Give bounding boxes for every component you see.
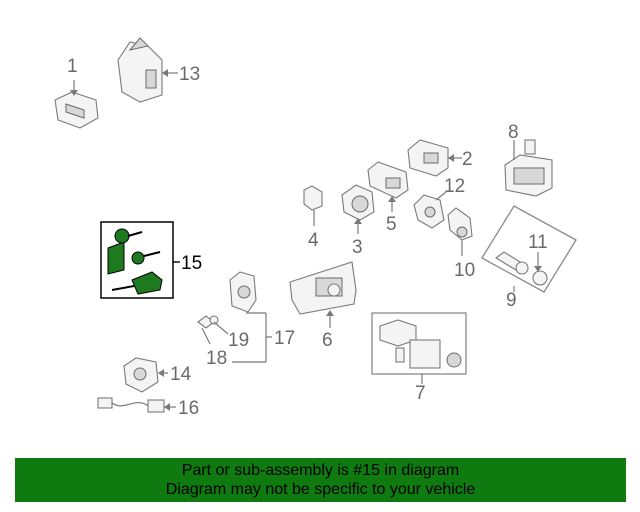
part-1-connector[interactable] [54, 80, 99, 129]
info-banner: Part or sub-assembly is #15 in diagram D… [15, 458, 626, 502]
callout-17: 17 [274, 328, 295, 349]
callout-9: 9 [506, 290, 517, 311]
banner-line-2: Diagram may not be specific to your vehi… [165, 481, 476, 498]
callout-16: 16 [178, 398, 199, 419]
part-6-dash-panel[interactable] [289, 261, 357, 328]
part-12-bracket[interactable] [413, 191, 447, 229]
callout-10: 10 [454, 260, 475, 281]
part-4-clip[interactable] [303, 185, 323, 226]
callout-4: 4 [308, 230, 319, 251]
callout-8: 8 [508, 122, 519, 143]
callout-18: 18 [206, 348, 227, 369]
part-7-subassembly[interactable] [371, 312, 467, 384]
part-16-harness[interactable] [97, 397, 176, 413]
part-9-lamp-assembly[interactable] [481, 205, 577, 293]
callout-13: 13 [179, 64, 200, 85]
banner-line-1: Part or sub-assembly is #15 in diagram [181, 462, 460, 479]
callout-5: 5 [386, 214, 397, 235]
part-17-ignition-housing[interactable] [197, 271, 272, 363]
part-15-lock-cylinder-set[interactable] [100, 221, 180, 299]
part-14-sensor[interactable] [123, 357, 168, 393]
callout-12: 12 [444, 176, 465, 197]
callout-2: 2 [462, 149, 473, 170]
callout-3: 3 [352, 237, 363, 258]
callout-6: 6 [322, 330, 333, 351]
callout-15: 15 [181, 253, 202, 274]
parts-diagram: 1 13 2 8 5 12 [54, 37, 577, 419]
callout-19: 19 [228, 330, 249, 351]
callout-7: 7 [415, 383, 426, 404]
part-3-knob[interactable] [341, 184, 375, 234]
part-5-switch[interactable] [367, 161, 409, 212]
callout-1: 1 [67, 56, 78, 77]
part-10-socket[interactable] [447, 207, 473, 256]
part-8-panel[interactable] [504, 139, 553, 197]
callout-14: 14 [170, 364, 192, 385]
part-13-module[interactable] [117, 37, 178, 103]
callout-11: 11 [528, 232, 548, 253]
part-2-switch[interactable] [407, 139, 462, 177]
